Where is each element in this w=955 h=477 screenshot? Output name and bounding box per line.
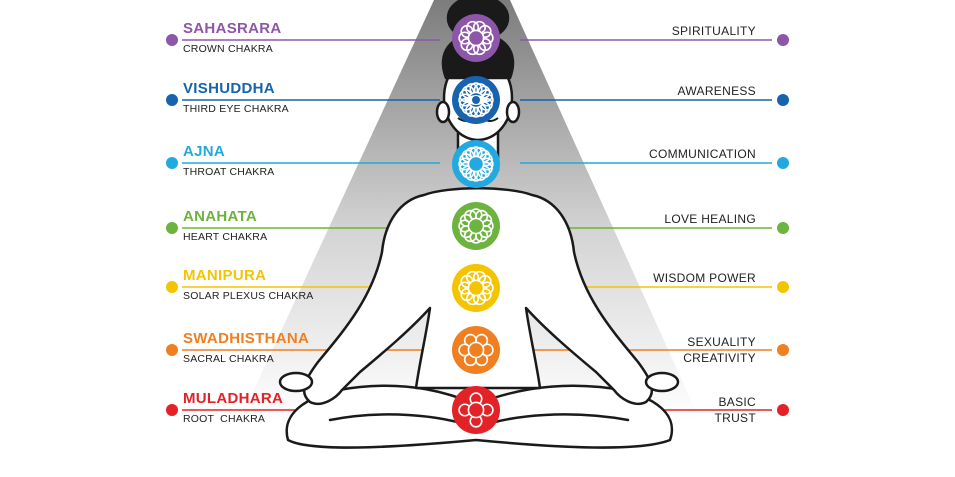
lotus-icon xyxy=(458,392,494,428)
chakra-quality: SEXUALITY CREATIVITY xyxy=(683,334,756,366)
chakra-quality-line: SEXUALITY xyxy=(687,335,756,349)
lotus-icon xyxy=(458,146,494,182)
chakra-name: MULADHARA xyxy=(183,390,284,407)
left-dot-icon xyxy=(166,222,178,234)
chakra-quality-line: TRUST xyxy=(714,411,756,425)
chakra-quality-line: BASIC xyxy=(718,395,756,409)
chakra-badge xyxy=(452,202,500,250)
lotus-icon xyxy=(458,270,494,306)
chakra-badge xyxy=(452,386,500,434)
chakra-subtitle: THROAT CHAKRA xyxy=(183,166,275,178)
chakra-name: AJNA xyxy=(183,143,226,160)
chakra-quality: AWARENESS xyxy=(678,83,757,99)
chakra-badge xyxy=(452,14,500,62)
chakra-quality: BASIC TRUST xyxy=(715,394,757,426)
right-dot-icon xyxy=(777,34,789,46)
left-dot-icon xyxy=(166,157,178,169)
chakra-quality-line: AWARENESS xyxy=(677,84,756,98)
chakra-name: MANIPURA xyxy=(183,267,267,284)
lotus-icon xyxy=(458,20,494,56)
chakra-name: SAHASRARA xyxy=(183,20,282,37)
chakra-subtitle: HEART CHAKRA xyxy=(183,231,268,243)
right-dot-icon xyxy=(777,404,789,416)
left-dot-icon xyxy=(166,281,178,293)
chakra-badge xyxy=(452,140,500,188)
left-dot-icon xyxy=(166,404,178,416)
chakra-quality-line: WISDOM POWER xyxy=(653,271,756,285)
right-dot-icon xyxy=(777,281,789,293)
left-dot-icon xyxy=(166,344,178,356)
right-dot-icon xyxy=(777,157,789,169)
chakra-badges xyxy=(452,14,500,434)
chakra-quality-line: LOVE HEALING xyxy=(664,212,756,226)
chakra-subtitle: SACRAL CHAKRA xyxy=(183,353,274,365)
chakra-quality: LOVE HEALING xyxy=(664,211,756,227)
lotus-icon xyxy=(458,333,494,367)
right-dot-icon xyxy=(777,344,789,356)
chakra-badge xyxy=(452,264,500,312)
chakra-subtitle: THIRD EYE CHAKRA xyxy=(183,103,289,115)
chakra-name: SWADHISTHANA xyxy=(183,330,310,347)
lotus-icon xyxy=(458,208,494,244)
chakra-badge xyxy=(452,326,500,374)
chakra-name: ANAHATA xyxy=(183,208,258,225)
chakra-quality: COMMUNICATION xyxy=(649,146,756,162)
left-dot-icon xyxy=(166,34,178,46)
chakra-quality: WISDOM POWER xyxy=(653,270,756,286)
chakra-subtitle: SOLAR PLEXUS CHAKRA xyxy=(183,290,314,302)
right-dot-icon xyxy=(777,222,789,234)
chakra-subtitle: CROWN CHAKRA xyxy=(183,43,273,55)
chakra-quality-line: SPIRITUALITY xyxy=(671,24,756,38)
chakra-badge xyxy=(452,76,500,124)
right-dot-icon xyxy=(777,94,789,106)
chakra-quality-line: COMMUNICATION xyxy=(648,147,756,161)
chakra-quality-line: CREATIVITY xyxy=(683,351,756,365)
chakra-quality: SPIRITUALITY xyxy=(672,23,756,39)
connector-lines xyxy=(166,34,789,416)
chakra-subtitle: ROOT CHAKRA xyxy=(183,413,266,425)
left-dot-icon xyxy=(166,94,178,106)
chakra-name: VISHUDDHA xyxy=(183,80,275,97)
